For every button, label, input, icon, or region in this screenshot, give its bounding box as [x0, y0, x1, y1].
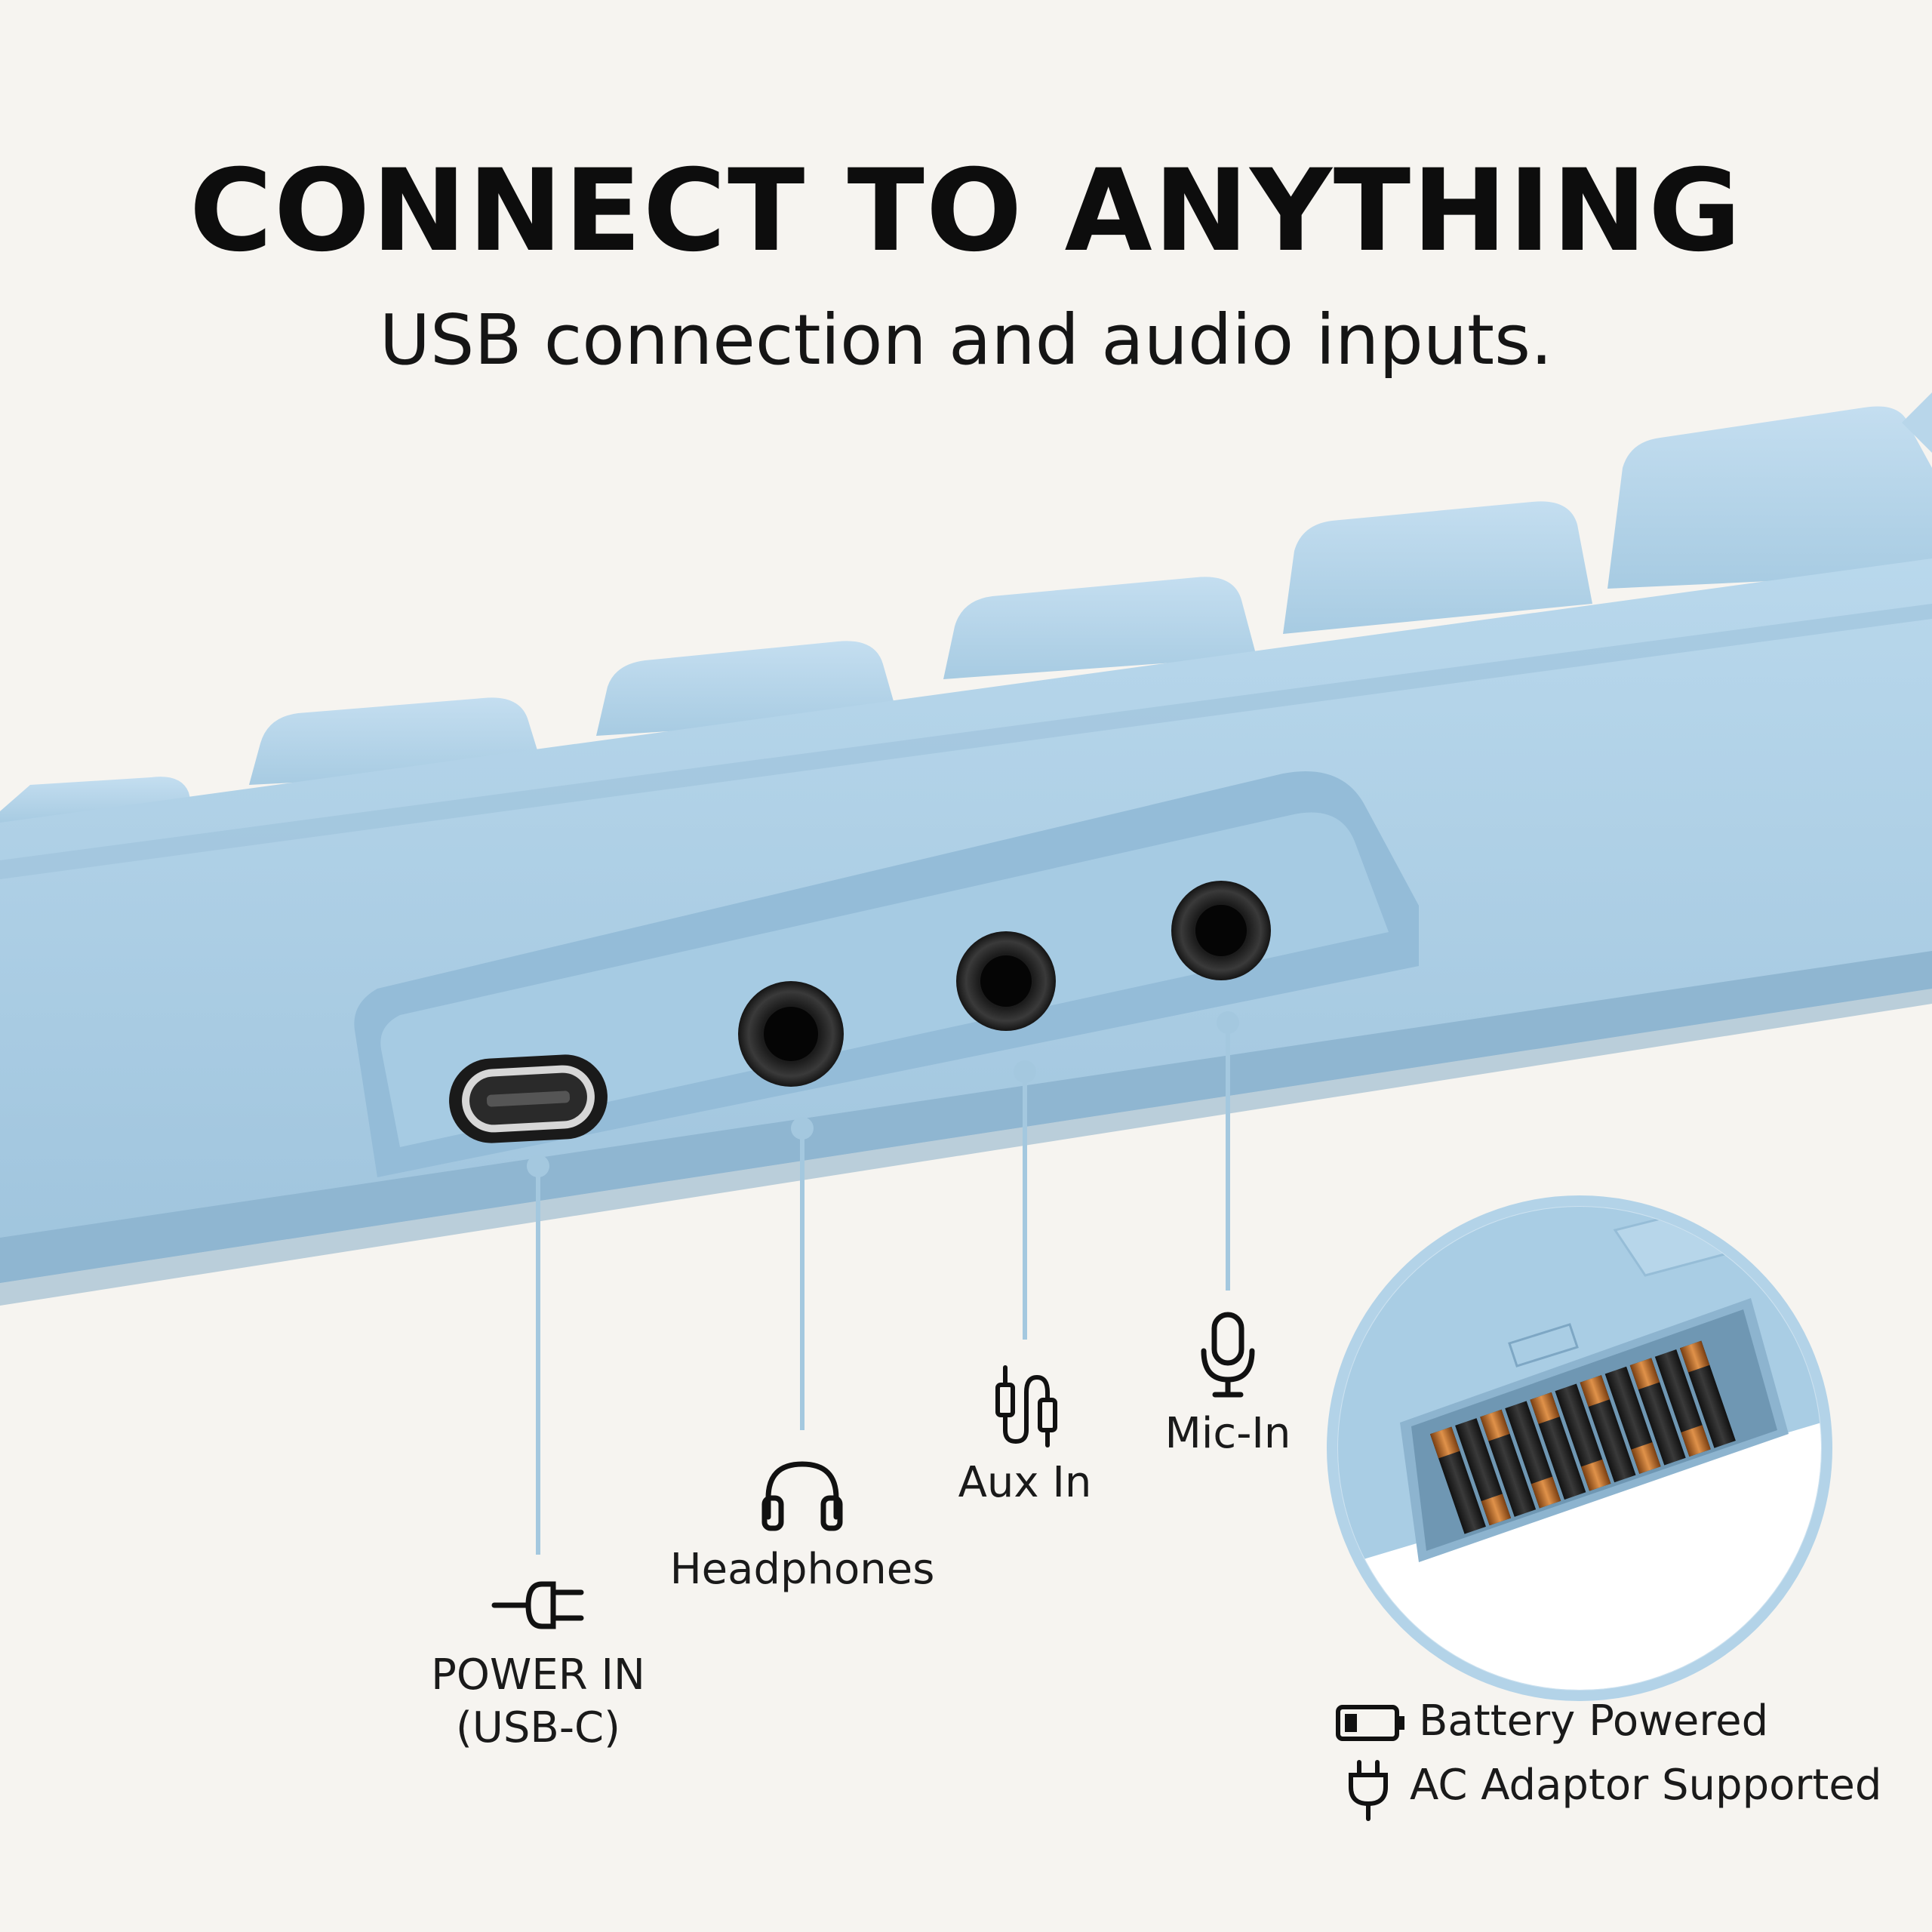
- microphone-icon: [1201, 1312, 1255, 1398]
- mic-in-jack[interactable]: [1171, 881, 1271, 980]
- page-title: CONNECT TO ANYTHING: [189, 146, 1743, 277]
- power-in-label: POWER IN (USB-C): [425, 1649, 651, 1755]
- mic-in-label: Mic-In: [1164, 1409, 1291, 1458]
- aux-cable-icon: [995, 1365, 1057, 1447]
- page-subtitle: USB connection and audio inputs.: [379, 300, 1553, 380]
- battery-compartment-inset: [1327, 1195, 1832, 1701]
- usb-c-port[interactable]: [447, 1053, 610, 1146]
- power-in-label-line1: POWER IN: [431, 1651, 645, 1700]
- aa-batteries: [1430, 1340, 1736, 1534]
- keycaps: [0, 392, 1932, 823]
- aux-in-jack[interactable]: [956, 931, 1056, 1031]
- plug-icon: [491, 1581, 584, 1629]
- callout-lines: [527, 1011, 1239, 1555]
- aux-in-label: Aux In: [958, 1458, 1092, 1507]
- power-in-label-line2: (USB-C): [456, 1703, 620, 1752]
- headphones-jack[interactable]: [738, 981, 844, 1087]
- headphones-icon: [761, 1461, 843, 1531]
- power-plug-icon: [1349, 1760, 1388, 1821]
- battery-powered-label: Battery Powered: [1419, 1697, 1769, 1746]
- battery-icon: [1336, 1705, 1404, 1741]
- ac-adaptor-label: AC Adaptor Supported: [1410, 1761, 1882, 1810]
- port-panel: [354, 771, 1419, 1177]
- headphones-label: Headphones: [669, 1545, 935, 1594]
